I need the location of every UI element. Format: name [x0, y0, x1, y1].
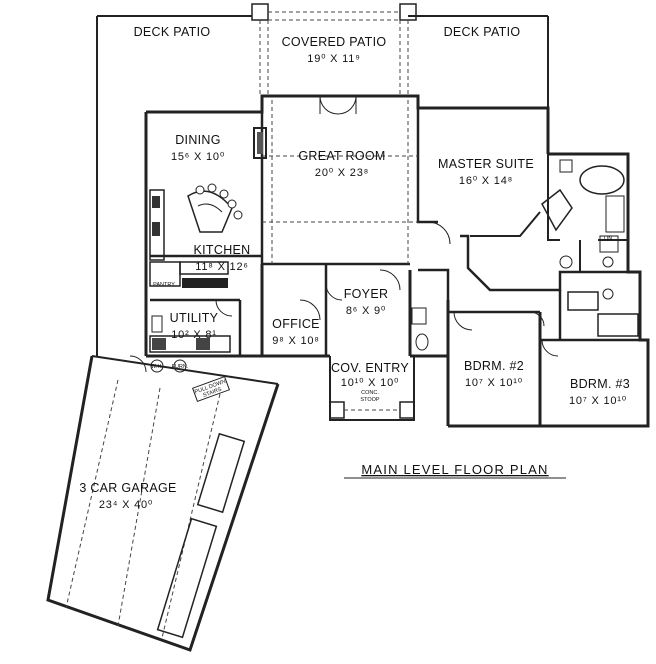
pantry-label: PANTRY: [153, 282, 175, 288]
cov-entry-dim: 10¹⁰ X 10⁰: [341, 377, 399, 389]
master-suite-dim: 16⁰ X 14⁸: [459, 175, 513, 187]
utility-label: UTILITY: [170, 311, 219, 325]
covered-patio-label: COVERED PATIO: [282, 35, 387, 49]
dining-dim: 15⁶ X 10⁰: [171, 151, 225, 163]
pull-down-stairs-note: PULL DOWN STAIRS: [194, 379, 227, 399]
foyer-label: FOYER: [344, 287, 389, 301]
linen-label: LIN: [604, 236, 613, 242]
bdrm2-label: BDRM. #2: [464, 359, 524, 373]
covered-patio-outline: [251, 3, 417, 96]
door-swings: [129, 221, 559, 373]
cov-entry-note: CONC.: [361, 390, 379, 396]
deck-patio-left-label: DECK PATIO: [134, 25, 211, 39]
office-label: OFFICE: [272, 317, 320, 331]
office-dim: 9⁸ X 10⁸: [272, 335, 319, 347]
kitchen-dim: 11⁸ X 12⁶: [195, 261, 248, 273]
deck-patio-right-label: DECK PATIO: [444, 25, 521, 39]
bdrm2-dim: 10⁷ X 10¹⁰: [465, 377, 523, 389]
water-heater-label: W.H.: [151, 364, 163, 370]
dining-label: DINING: [175, 133, 221, 147]
kitchen-label: KITCHEN: [194, 243, 251, 257]
powder-room: [411, 307, 429, 351]
garage-dim: 23⁴ X 40⁰: [99, 499, 153, 511]
foyer-dim: 8⁶ X 9⁰: [346, 305, 386, 317]
great-room-beam: [262, 100, 418, 264]
utility-fixtures: [149, 315, 231, 373]
plan-caption: MAIN LEVEL FLOOR PLAN: [361, 462, 548, 477]
utility-dim: 10² X 8¹: [171, 329, 217, 341]
furnace-label: FURN.: [172, 364, 189, 370]
kitchen-counters: [149, 189, 229, 288]
cov-entry-label: COV. ENTRY: [331, 361, 409, 375]
great-room-dim: 20⁰ X 23⁸: [315, 167, 369, 179]
covered-patio-dim: 19⁰ X 11⁹: [307, 53, 360, 65]
fireplace: [253, 127, 267, 159]
master-bath: [541, 159, 625, 269]
bdrm3-label: BDRM. #3: [570, 377, 630, 391]
cov-entry-note2: STOOP: [360, 397, 379, 403]
master-suite-label: MASTER SUITE: [438, 157, 534, 171]
garage-structure: [46, 355, 280, 652]
hall-bath: [567, 288, 639, 337]
patio-doors: [319, 95, 357, 115]
kitchen-island: [187, 183, 243, 233]
bdrm3-dim: 10⁷ X 10¹⁰: [569, 395, 627, 407]
great-room-label: GREAT ROOM: [298, 149, 385, 163]
garage-label: 3 CAR GARAGE: [79, 481, 176, 495]
entry-columns: [329, 401, 415, 419]
